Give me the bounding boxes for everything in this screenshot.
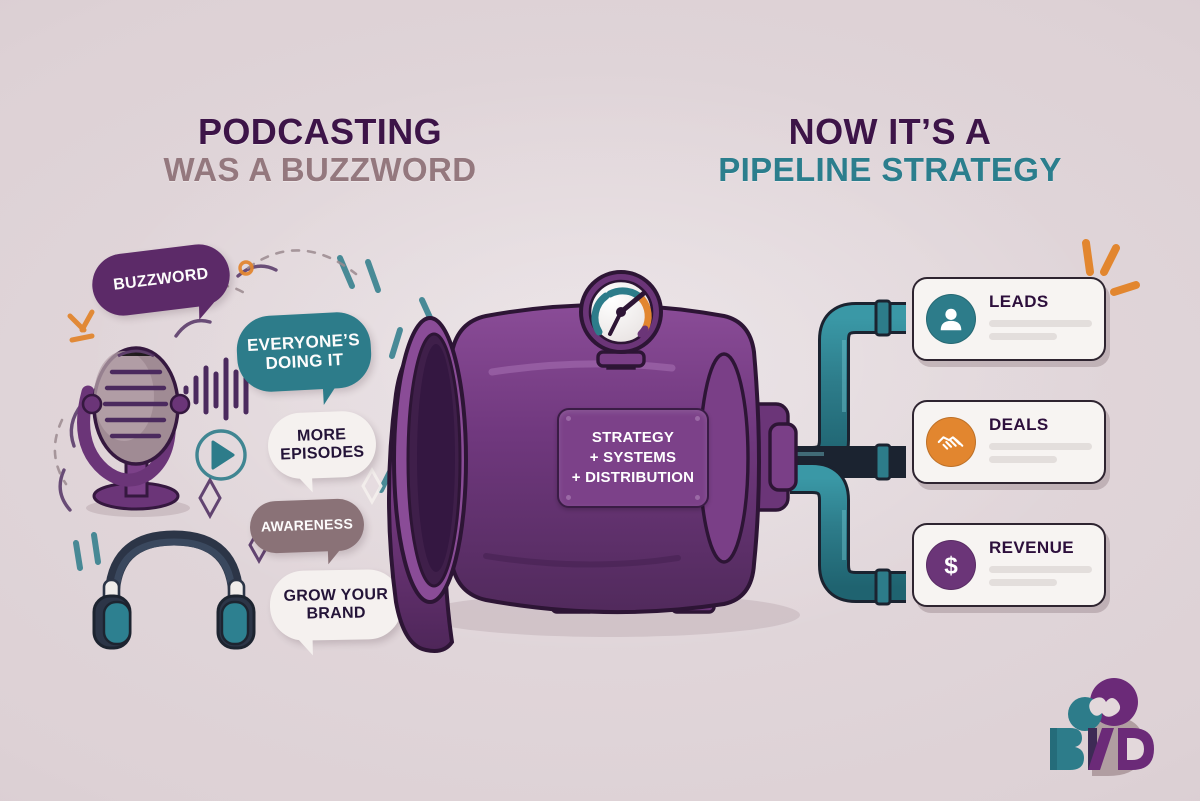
- dollar-icon: $: [944, 552, 958, 579]
- headline-right-line1: NOW IT’S A: [788, 111, 992, 152]
- revenue-title: REVENUE: [989, 538, 1074, 557]
- megaphone-plaque: STRATEGY + SYSTEMS + DISTRIBUTION: [557, 408, 709, 508]
- placeholder-line: [989, 333, 1057, 340]
- pipeline-card-revenue[interactable]: $ REVENUE: [912, 523, 1106, 607]
- bubble-tail: [322, 386, 344, 406]
- pipeline-card-leads[interactable]: LEADS: [912, 277, 1106, 361]
- deals-title: DEALS: [989, 415, 1049, 434]
- placeholder-line: [989, 579, 1057, 586]
- bubble-more-episodes: MORE EPISODES: [266, 410, 378, 494]
- pipeline-card-deals[interactable]: DEALS: [912, 400, 1106, 484]
- placeholder-line: [989, 443, 1092, 450]
- headline-left-line2: WAS A BUZZWORD: [163, 151, 477, 189]
- bubble-tail: [327, 548, 342, 565]
- bubble-awareness: AWARENESS: [249, 498, 365, 565]
- plaque-screw: [566, 495, 571, 500]
- deals-card-body: DEALS: [989, 415, 1092, 469]
- bubble-line-2: EPISODES: [279, 443, 365, 464]
- leads-badge: [926, 294, 976, 344]
- bubble-tail: [292, 638, 313, 656]
- plaque-screw: [695, 495, 700, 500]
- bubble-grow-your-brand: GROW YOUR BRAND: [269, 568, 403, 656]
- deals-badge: [926, 417, 976, 467]
- bubble-awareness-label: AWARENESS: [260, 515, 354, 535]
- headline-left: PODCASTING WAS A BUZZWORD: [70, 111, 570, 189]
- handshake-icon: [937, 436, 964, 450]
- placeholder-line: [989, 566, 1092, 573]
- bild-logo[interactable]: [1022, 672, 1172, 782]
- bubble-line-2: DOING IT: [265, 349, 344, 374]
- bubble-tail: [198, 302, 215, 320]
- headline-right-line2: PIPELINE STRATEGY: [718, 151, 1062, 189]
- placeholder-line: [989, 456, 1057, 463]
- revenue-card-body: REVENUE: [989, 538, 1092, 592]
- bubble-line-1: MORE: [296, 426, 347, 445]
- bubble-more-label: MORE EPISODES: [279, 426, 365, 465]
- bubble-buzzword-label: BUZZWORD: [112, 265, 210, 294]
- bubble-line-1: GROW YOUR: [283, 586, 389, 606]
- headline-right: NOW IT’S A PIPELINE STRATEGY: [640, 111, 1140, 189]
- plaque-screw: [566, 416, 571, 421]
- placeholder-line: [989, 320, 1092, 327]
- plaque-screw: [695, 416, 700, 421]
- plaque-line-1: STRATEGY: [591, 429, 675, 447]
- bubble-everyone-doing-it: EVERYONE’S DOING IT: [235, 310, 373, 406]
- headline-left-line1: PODCASTING: [197, 111, 442, 152]
- plaque-line-2: + SYSTEMS: [589, 449, 677, 467]
- bubble-everyone-label: EVERYONE’S DOING IT: [247, 330, 362, 374]
- bubble-line-2: BRAND: [306, 604, 366, 623]
- leads-card-body: LEADS: [989, 292, 1092, 346]
- svg-text:$: $: [944, 552, 958, 579]
- bubble-tail: [293, 476, 313, 494]
- bubble-grow-label: GROW YOUR BRAND: [283, 586, 388, 624]
- plaque-line-3: + DISTRIBUTION: [571, 468, 695, 486]
- person-icon: [940, 308, 962, 331]
- revenue-badge: $: [926, 540, 976, 590]
- leads-title: LEADS: [989, 292, 1049, 311]
